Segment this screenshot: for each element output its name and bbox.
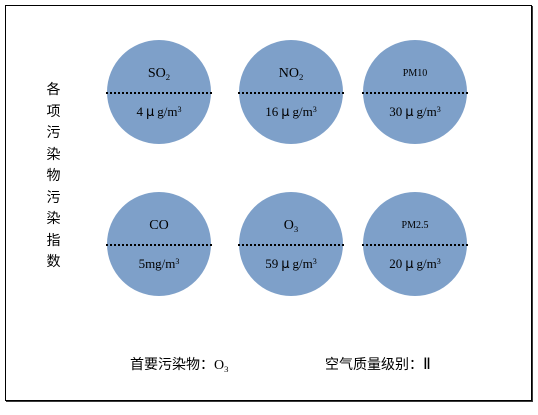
reading-value: 30 [389, 104, 403, 119]
panel-frame [5, 5, 532, 401]
dotted-divider [238, 92, 344, 94]
reading-unit: mg/m [145, 256, 176, 271]
dotted-divider [106, 92, 212, 94]
pollutant-symbol: PM10 [402, 68, 428, 79]
primary-pollutant-label: 首要污染物： [130, 357, 214, 373]
dotted-divider [238, 244, 344, 246]
pollutant-symbol: SO [147, 66, 166, 81]
pollutant-subscript: 2 [165, 71, 171, 82]
pollutant-index-label: 各项污染物污染指数 [46, 82, 61, 270]
pollutant-name: O3 [239, 217, 343, 235]
micro-sign: μ [405, 257, 414, 272]
primary-pollutant-value: O [214, 358, 225, 373]
pollutant-reading: 5mg/m3 [107, 255, 211, 273]
dotted-divider [362, 92, 468, 94]
unit-exponent: 3 [436, 256, 441, 266]
air-quality-grade: 空气质量级别：Ⅱ [325, 356, 431, 374]
pollutant-bubble-co: CO 5mg/m3 [106, 192, 212, 296]
pollutant-name: PM10 [363, 65, 467, 83]
pollutant-symbol: CO [149, 218, 169, 233]
micro-sign: μ [145, 105, 155, 120]
pollutant-name: PM2.5 [363, 217, 467, 235]
air-quality-grade-label: 空气质量级别： [325, 357, 423, 373]
micro-sign: μ [281, 257, 290, 272]
primary-pollutant: 首要污染物：O3 [130, 356, 228, 374]
unit-exponent: 3 [177, 104, 182, 114]
pollutant-subscript: 2 [298, 71, 304, 82]
reading-value: 20 [389, 256, 403, 271]
pollutant-symbol: PM2.5 [401, 220, 429, 231]
reading-value: 16 [265, 104, 279, 119]
primary-pollutant-subscript: 3 [224, 363, 229, 374]
unit-exponent: 3 [312, 256, 317, 266]
pollutant-symbol: NO [278, 66, 299, 81]
reading-value: 4 [136, 104, 143, 119]
dotted-divider [362, 244, 468, 246]
unit-exponent: 3 [436, 104, 441, 114]
unit-exponent: 3 [175, 256, 180, 266]
pollutant-name: NO2 [239, 65, 343, 83]
pollutant-name: SO2 [107, 65, 211, 83]
micro-sign: μ [281, 105, 290, 120]
unit-exponent: 3 [312, 104, 317, 114]
dotted-divider [106, 244, 212, 246]
reading-value: 59 [265, 256, 279, 271]
air-quality-grade-value: Ⅱ [423, 356, 431, 373]
pollutant-name: CO [107, 217, 211, 235]
reading-value: 5 [138, 256, 146, 271]
pollutant-symbol: O [283, 218, 294, 233]
micro-sign: μ [405, 105, 414, 120]
pollutant-subscript: 3 [293, 223, 299, 234]
